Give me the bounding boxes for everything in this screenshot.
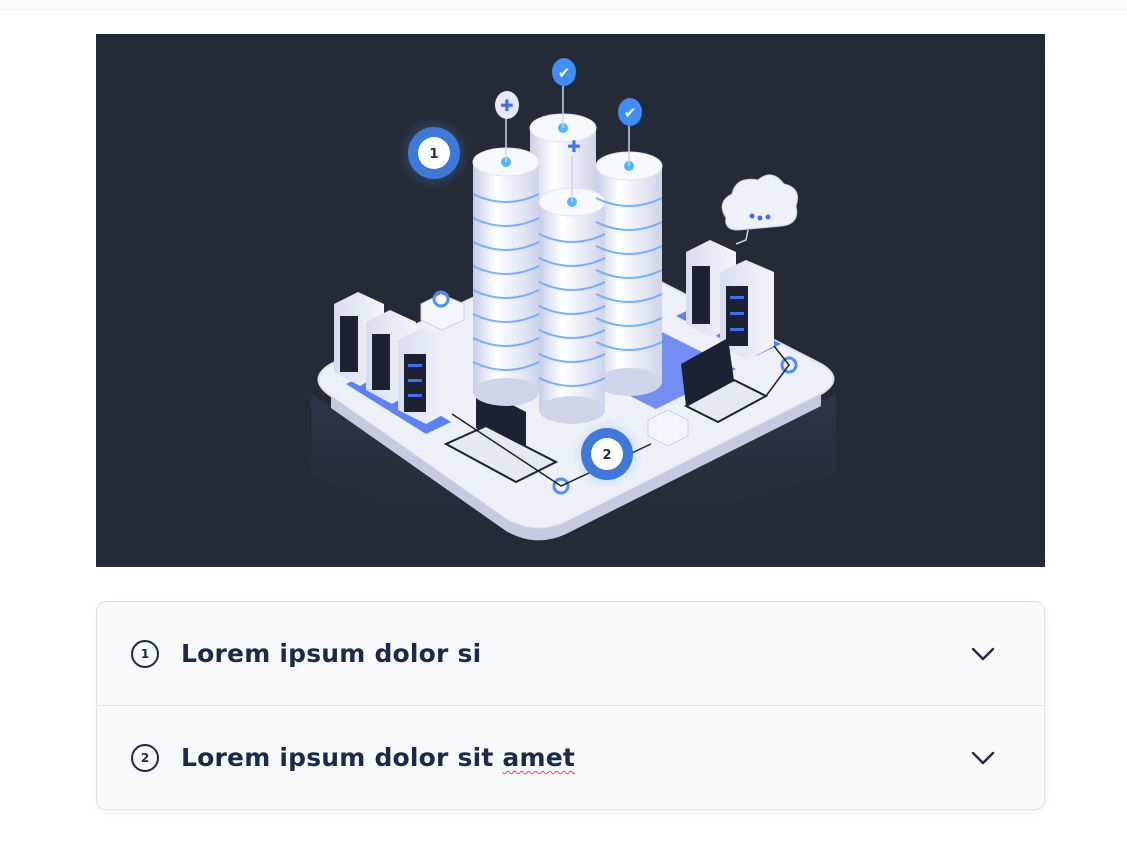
spellcheck-flagged-word: amet (502, 743, 576, 772)
accordion-item-title: Lorem ipsum dolor si (181, 639, 482, 668)
accordion-item-2[interactable]: 2 Lorem ipsum dolor sit amet (97, 705, 1044, 809)
chevron-down-icon[interactable] (970, 641, 996, 667)
marker-2-label: 2 (602, 448, 611, 463)
hero-marker-1: 1 (398, 117, 470, 189)
step-number-badge: 1 (131, 639, 159, 668)
step-number-badge: 2 (131, 743, 159, 772)
accordion-item-title-text: Lorem ipsum dolor sit (181, 743, 503, 772)
svg-text:✚: ✚ (500, 96, 513, 115)
status-pins: ✚ ✔ ✚ ✔ (495, 58, 642, 202)
hero-marker-2: 2 (571, 418, 643, 490)
top-bar (0, 0, 1127, 10)
svg-text:✚: ✚ (567, 137, 580, 156)
hero-illustration: ✚ ✔ ✚ ✔ 1 (96, 34, 1045, 567)
accordion-item-title: Lorem ipsum dolor sit amet (181, 743, 575, 772)
server-racks-right (686, 240, 774, 360)
svg-text:✔: ✔ (624, 104, 637, 122)
chevron-down-icon[interactable] (970, 745, 996, 771)
data-center-illustration: ✚ ✔ ✚ ✔ 1 (311, 58, 836, 567)
cloud-icon (721, 174, 798, 245)
accordion: 1 Lorem ipsum dolor si 2 Lorem ipsum dol… (96, 601, 1045, 810)
svg-text:✔: ✔ (558, 64, 571, 82)
marker-1-label: 1 (429, 147, 438, 162)
server-racks-left (334, 292, 452, 424)
storage-towers (472, 113, 663, 424)
accordion-item-1[interactable]: 1 Lorem ipsum dolor si (97, 602, 1044, 705)
